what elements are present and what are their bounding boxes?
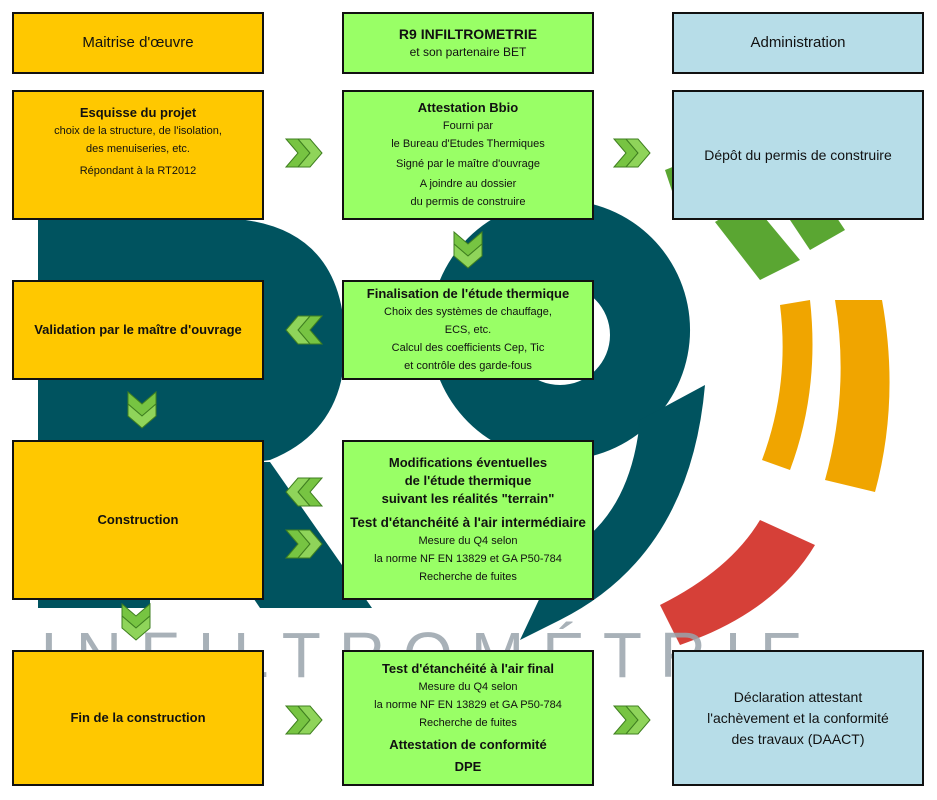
modifs-line1: Mesure du Q4 selon [418, 535, 518, 547]
box-validation: Validation par le maître d'ouvrage [12, 280, 264, 380]
bbio-line1: Fourni par [442, 120, 494, 132]
box-esquisse: Esquisse du projet choix de la structure… [12, 90, 264, 220]
header-r9-title: R9 INFILTROMETRIE [398, 26, 538, 42]
finalisation-line3: Calcul des coefficients Cep, Tic [391, 342, 545, 354]
header-r9-subtitle: et son partenaire BET [409, 45, 527, 59]
bbio-line2: le Bureau d'Etudes Thermiques [391, 138, 545, 150]
finalisation-line4: et contrôle des garde-fous [404, 360, 532, 372]
modifs-title2: de l'étude thermique [404, 473, 532, 488]
box-daact: Déclaration attestant l'achèvement et la… [672, 650, 924, 786]
arrow-right-fin-to-test-final [284, 702, 324, 738]
final-test-line2: la norme NF EN 13829 et GA P50-784 [374, 699, 562, 711]
final-test-dpe: DPE [454, 759, 482, 774]
box-fin-construction: Fin de la construction [12, 650, 264, 786]
header-maitrise-oeuvre: Maitrise d'œuvre [12, 12, 264, 74]
arrow-down-bbio-to-finalisation [450, 230, 486, 270]
finalisation-line2: ECS, etc. [444, 324, 492, 336]
esquisse-title: Esquisse du projet [79, 105, 197, 120]
permis-title: Dépôt du permis de construire [704, 147, 892, 163]
bbio-line5: du permis de construire [410, 196, 526, 208]
esquisse-line1: choix de la structure, de l'isolation, [54, 125, 222, 137]
bbio-title: Attestation Bbio [417, 100, 519, 115]
esquisse-line3: Répondant à la RT2012 [79, 165, 197, 177]
final-test-attestation: Attestation de conformité [389, 737, 547, 752]
daact-line1: Déclaration attestant [733, 688, 863, 705]
daact-line3: des travaux (DAACT) [731, 730, 865, 747]
modifs-title1: Modifications éventuelles [388, 455, 548, 470]
box-modifications: Modifications éventuelles de l'étude the… [342, 440, 594, 600]
finalisation-line1: Choix des systèmes de chauffage, [384, 306, 552, 318]
modifs-title4: Test d'étanchéité à l'air intermédiaire [350, 515, 586, 530]
arrow-left-finalisation-to-validation [284, 312, 324, 348]
logo-arc-orange [762, 300, 890, 492]
arrow-right-test-final-to-daact [612, 702, 652, 738]
modifs-title3: suivant les réalités "terrain" [381, 491, 555, 506]
header-r9: R9 INFILTROMETRIE et son partenaire BET [342, 12, 594, 74]
bbio-line4: A joindre au dossier [419, 178, 517, 190]
box-finalisation: Finalisation de l'étude thermique Choix … [342, 280, 594, 380]
daact-line2: l'achèvement et la conformité [707, 709, 889, 726]
box-attestation-bbio: Attestation Bbio Fourni par le Bureau d'… [342, 90, 594, 220]
finalisation-title: Finalisation de l'étude thermique [366, 286, 570, 301]
modifs-line2: la norme NF EN 13829 et GA P50-784 [374, 553, 562, 565]
bbio-line3: Signé par le maître d'ouvrage [396, 158, 540, 170]
final-test-line1: Mesure du Q4 selon [418, 681, 518, 693]
logo-arc-red [660, 520, 815, 645]
fin-title: Fin de la construction [70, 710, 206, 725]
header-administration-label: Administration [750, 34, 846, 51]
construction-title: Construction [97, 512, 179, 527]
modifs-line3: Recherche de fuites [419, 571, 517, 583]
header-administration: Administration [672, 12, 924, 74]
arrow-right-esquisse-to-bbio [284, 135, 324, 171]
arrow-down-construction-to-fin [118, 602, 154, 642]
box-test-final: Test d'étanchéité à l'air final Mesure d… [342, 650, 594, 786]
box-construction: Construction [12, 440, 264, 600]
final-test-title: Test d'étanchéité à l'air final [381, 661, 555, 676]
arrow-left-modifs-to-construction [284, 474, 324, 510]
arrow-right-bbio-to-permis [612, 135, 652, 171]
arrow-down-validation-to-construction [124, 390, 160, 430]
arrow-right-construction-to-modifs [284, 526, 324, 562]
validation-title: Validation par le maître d'ouvrage [34, 322, 242, 337]
box-depot-permis: Dépôt du permis de construire [672, 90, 924, 220]
header-maitrise-oeuvre-label: Maitrise d'œuvre [82, 34, 194, 51]
esquisse-line2: des menuiseries, etc. [86, 143, 190, 155]
final-test-line3: Recherche de fuites [419, 717, 517, 729]
